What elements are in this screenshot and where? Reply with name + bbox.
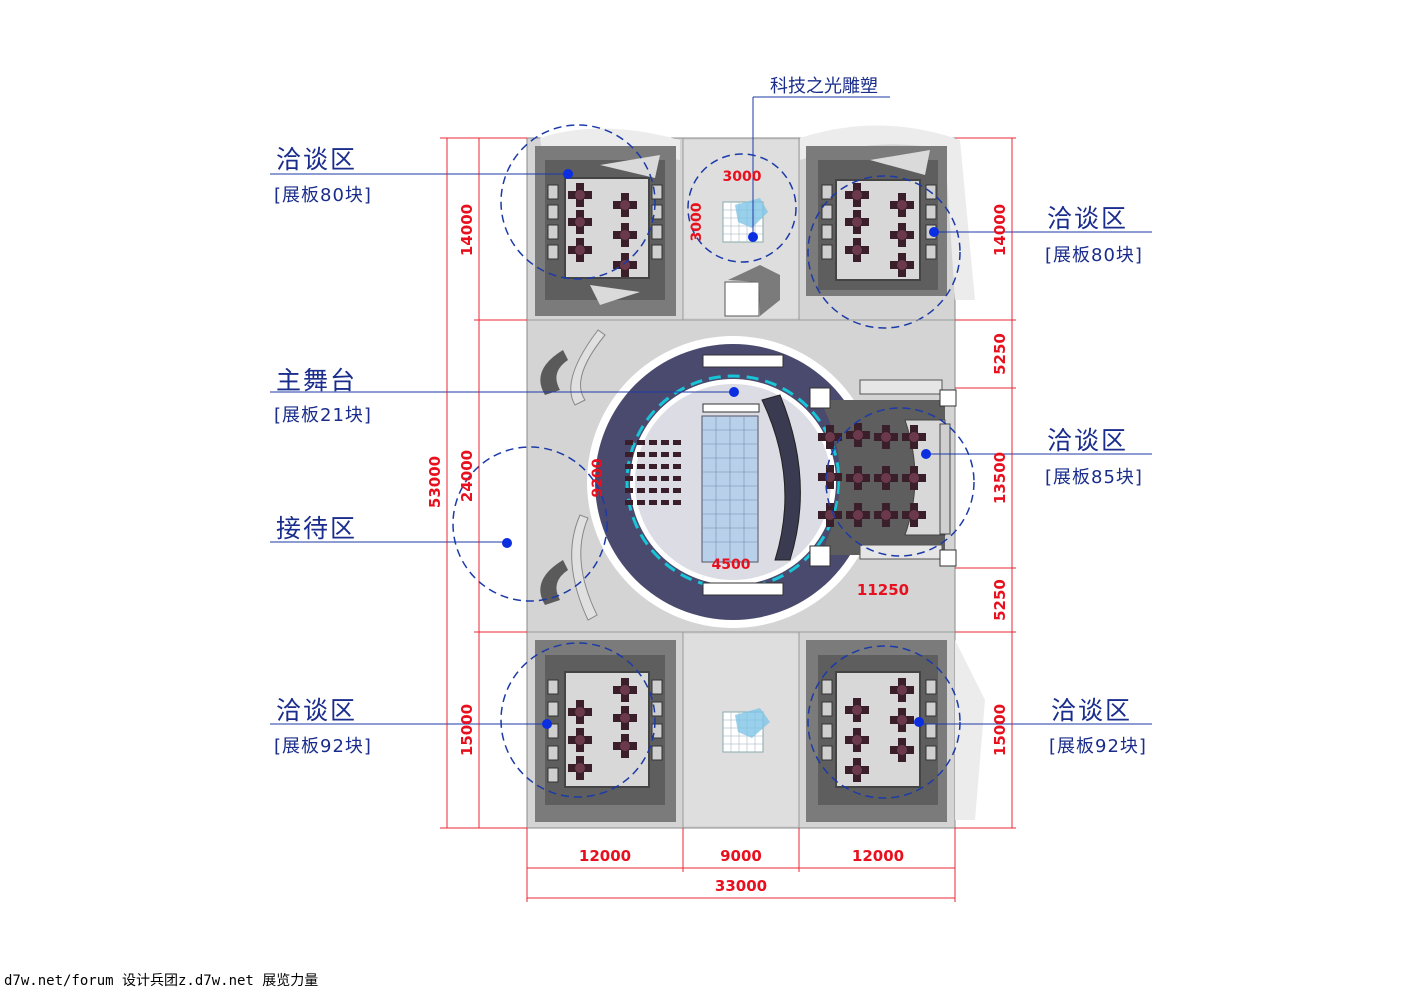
zone-sw-name: 洽谈区 [276, 696, 358, 725]
info-kiosk [724, 281, 760, 317]
zone-nw-name: 洽谈区 [276, 145, 358, 174]
sculpture-top [722, 198, 768, 243]
swoosh-right-bottom [955, 640, 985, 820]
dim-bottom-mid: 9000 [720, 847, 762, 865]
zone-circle-sculpture [687, 153, 797, 263]
dim-east-r: 11250 [857, 581, 909, 599]
dim-e-mid: 13500 [991, 452, 1009, 504]
dim-bottom-right: 12000 [852, 847, 904, 865]
zone-ne-name: 洽谈区 [1047, 204, 1129, 233]
dim-total-height: 53000 [426, 456, 444, 508]
zone-dot-nw [563, 169, 573, 179]
dim-stage-w: 4500 [712, 557, 751, 573]
booth-nw [535, 146, 676, 316]
zone-east-panels: [展板85块] [1045, 467, 1143, 488]
zone-circle-nw [500, 124, 656, 280]
dim-e-upper: 5250 [991, 333, 1009, 375]
zone-dot-sw [542, 719, 552, 729]
zone-circle-ne [807, 175, 961, 329]
main-stage [587, 336, 879, 628]
swoosh-right-top [800, 125, 975, 301]
zone-dot-sculpture [748, 232, 758, 242]
booth-ne [806, 146, 947, 296]
zone-se-name: 洽谈区 [1051, 696, 1133, 725]
zone-dot-se [914, 717, 924, 727]
dim-ne-height: 14000 [991, 204, 1009, 256]
zone-circle-east [825, 407, 975, 557]
zone-circle-reception [452, 446, 608, 602]
zone-sw-panels: [展板92块] [274, 736, 372, 757]
zone-nw-panels: [展板80块] [274, 185, 372, 206]
sculpture-label: 科技之光雕塑 [770, 76, 878, 97]
zone-dot-reception [502, 538, 512, 548]
zone-circle-se [807, 645, 961, 799]
dim-total-width: 33000 [715, 877, 767, 895]
dim-sculpture-w: 3000 [723, 169, 762, 185]
zone-dot-ne [929, 227, 939, 237]
dim-se-height: 15000 [991, 704, 1009, 756]
footer-watermark: d7w.net/forum 设计兵团z.d7w.net 展览力量 [4, 973, 319, 989]
dim-middle-height: 24000 [458, 450, 476, 502]
dim-stage-dia: 9200 [590, 458, 606, 497]
zone-circle-sw [500, 642, 656, 798]
zone-dot-east [921, 449, 931, 459]
zone-se-panels: [展板92块] [1049, 736, 1147, 757]
dim-bottom-left: 12000 [579, 847, 631, 865]
reception-desks [540, 329, 606, 621]
zone-dot-stage [729, 387, 739, 397]
dim-sculpture-h: 3000 [689, 202, 705, 241]
zone-reception-name: 接待区 [276, 514, 358, 543]
booth-se [806, 640, 947, 822]
dim-sw-height: 15000 [458, 704, 476, 756]
dim-e-lower: 5250 [991, 579, 1009, 621]
sculpture-bottom [722, 708, 770, 753]
zone-east-name: 洽谈区 [1047, 426, 1129, 455]
booth-sw [535, 640, 676, 822]
zone-ne-panels: [展板80块] [1045, 245, 1143, 266]
zone-stage-name: 主舞台 [276, 366, 358, 395]
booth-east [809, 379, 957, 567]
dim-nw-height: 14000 [458, 204, 476, 256]
zone-stage-panels: [展板21块] [274, 405, 372, 426]
kiosk-shadow [728, 265, 780, 316]
